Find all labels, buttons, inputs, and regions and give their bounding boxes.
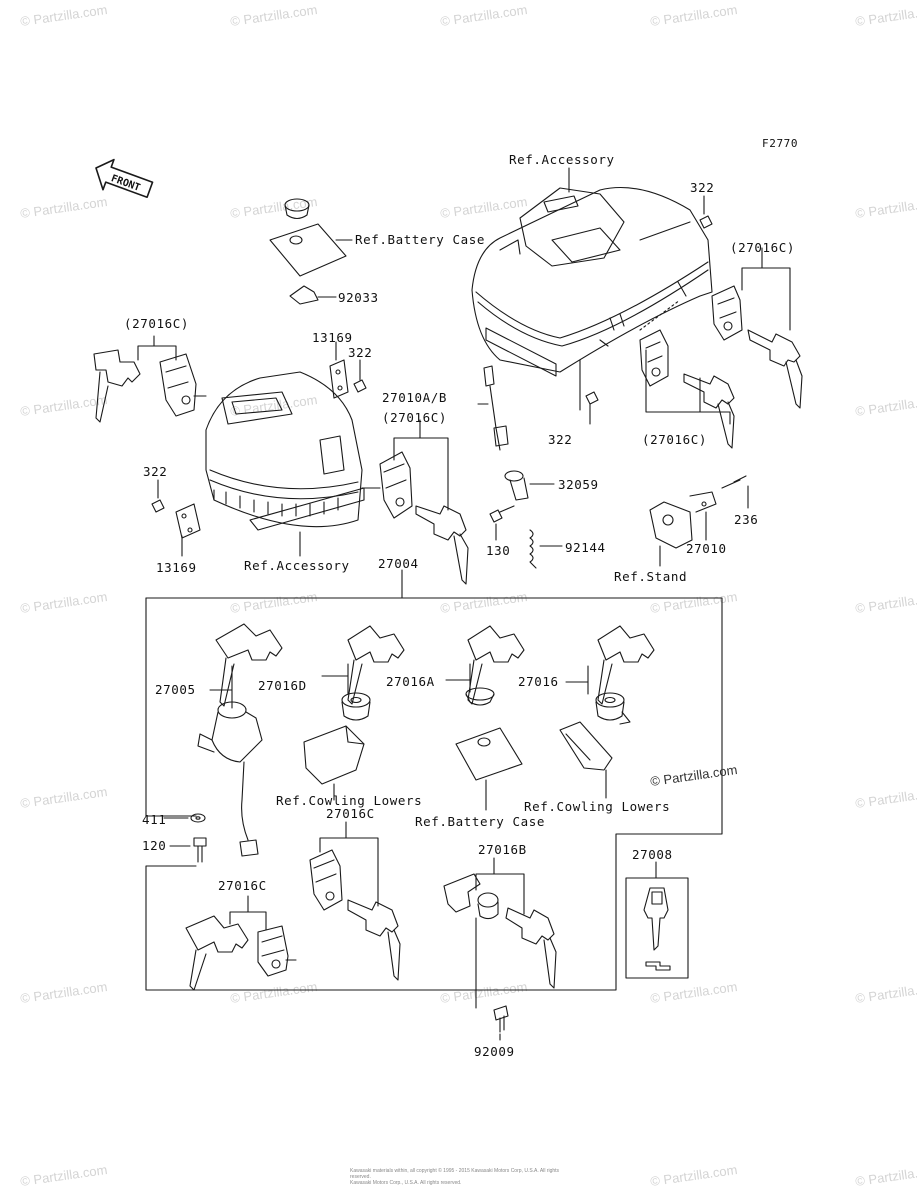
rear-trunk-illustration <box>471 187 713 377</box>
label-27016d: 27016D <box>258 678 307 693</box>
key-icon <box>747 329 803 409</box>
label-27016c-right-top: (27016C) <box>730 240 796 255</box>
lock-assembly-left <box>159 353 207 417</box>
label-322-top: 322 <box>690 180 715 195</box>
bracket-13169-bottom <box>175 503 201 539</box>
label-27016c-right-low: (27016C) <box>642 432 708 447</box>
key-icon <box>185 915 249 991</box>
label-322-mid: 322 <box>348 345 373 360</box>
label-92033: 92033 <box>338 290 379 305</box>
label-27016a: 27016A <box>386 674 435 689</box>
clip-92033 <box>289 285 319 305</box>
bolt-120 <box>193 837 207 863</box>
ignition-switch-27005 <box>197 701 263 857</box>
footer-copyright: Kawasaki materials within, all copyright… <box>350 1168 580 1186</box>
lock-assembly-lower-center <box>309 849 343 911</box>
front-accessory-illustration <box>205 371 365 531</box>
label-120: 120 <box>142 838 167 853</box>
label-27010ab: 27010A/B <box>382 390 448 405</box>
label-27016c-lower-center: 27016C <box>326 806 375 821</box>
key-icon <box>347 625 405 705</box>
label-27010: 27010 <box>686 541 727 556</box>
label-92009: 92009 <box>474 1044 515 1059</box>
label-27016c-lower-left: 27016C <box>218 878 267 893</box>
key-icon <box>415 505 469 585</box>
label-ref-stand: Ref.Stand <box>614 569 688 584</box>
label-130: 130 <box>486 543 511 558</box>
label-ref-accessory-top: Ref.Accessory <box>509 152 615 167</box>
label-322-right-low: 322 <box>548 432 573 447</box>
label-32059: 32059 <box>558 477 599 492</box>
label-13169-top: 13169 <box>312 330 353 345</box>
label-92144: 92144 <box>565 540 606 555</box>
key-icon <box>467 625 525 705</box>
battery-case-plate-bottom <box>455 727 523 781</box>
key-icon <box>597 625 655 705</box>
bracket-32059 <box>504 470 529 501</box>
label-27016c-left: (27016C) <box>124 316 190 331</box>
front-arrow-icon: FRONT <box>95 158 154 199</box>
label-236: 236 <box>734 512 759 527</box>
nut-322-top <box>699 195 713 229</box>
label-27005: 27005 <box>155 682 196 697</box>
label-27016b: 27016B <box>478 842 527 857</box>
key-icon <box>93 349 141 423</box>
lock-cylinder-27016d <box>341 692 371 721</box>
lock-assembly-trunk-lower <box>639 329 669 387</box>
label-ref-cowling-lowers-right: Ref.Cowling Lowers <box>524 799 671 814</box>
footer-line-2: Kawasaki Motors Corp., U.S.A. All rights… <box>350 1180 462 1186</box>
label-411: 411 <box>142 812 167 827</box>
key-card-27008 <box>625 877 689 979</box>
lock-bracket-27016b <box>443 873 499 920</box>
key-icon <box>505 907 557 989</box>
label-ref-cowling-lowers-left: Ref.Cowling Lowers <box>276 793 423 808</box>
stand-switch-27010 <box>649 491 717 549</box>
footer-line-1: Kawasaki materials within, all copyright… <box>350 1168 560 1180</box>
lock-assembly-lower-left <box>257 925 297 977</box>
key-icon <box>683 373 735 449</box>
cowling-lock-left <box>303 725 365 785</box>
bolt-92009 <box>493 1005 509 1033</box>
lock-cap-27016a <box>465 687 495 706</box>
cowling-lock-right <box>559 721 613 771</box>
figure-code: F2770 <box>762 137 799 150</box>
label-ref-battery-case-bottom: Ref.Battery Case <box>415 814 546 829</box>
label-27004: 27004 <box>378 556 419 571</box>
key-icon <box>347 899 401 981</box>
switch-27010ab <box>483 365 509 451</box>
battery-cap-top <box>284 198 310 220</box>
bolt-130 <box>489 505 515 523</box>
lock-assembly-right <box>711 285 743 341</box>
battery-case-plate-top <box>269 223 347 277</box>
key-icon <box>215 623 283 707</box>
label-27016c-center: (27016C) <box>382 410 448 425</box>
label-ref-accessory-bottom: Ref.Accessory <box>244 558 350 573</box>
label-ref-battery-case-top: Ref.Battery Case <box>355 232 486 247</box>
label-27016: 27016 <box>518 674 559 689</box>
lock-cylinder-27016 <box>595 692 631 725</box>
spring-92144 <box>529 529 537 569</box>
lock-assembly-center <box>361 451 413 519</box>
washer-411 <box>190 813 206 823</box>
label-13169-bottom: 13169 <box>156 560 197 575</box>
label-322-left: 322 <box>143 464 168 479</box>
label-27008: 27008 <box>632 847 673 862</box>
kit-box-27004 <box>145 569 723 991</box>
bracket-13169-top <box>329 359 349 399</box>
